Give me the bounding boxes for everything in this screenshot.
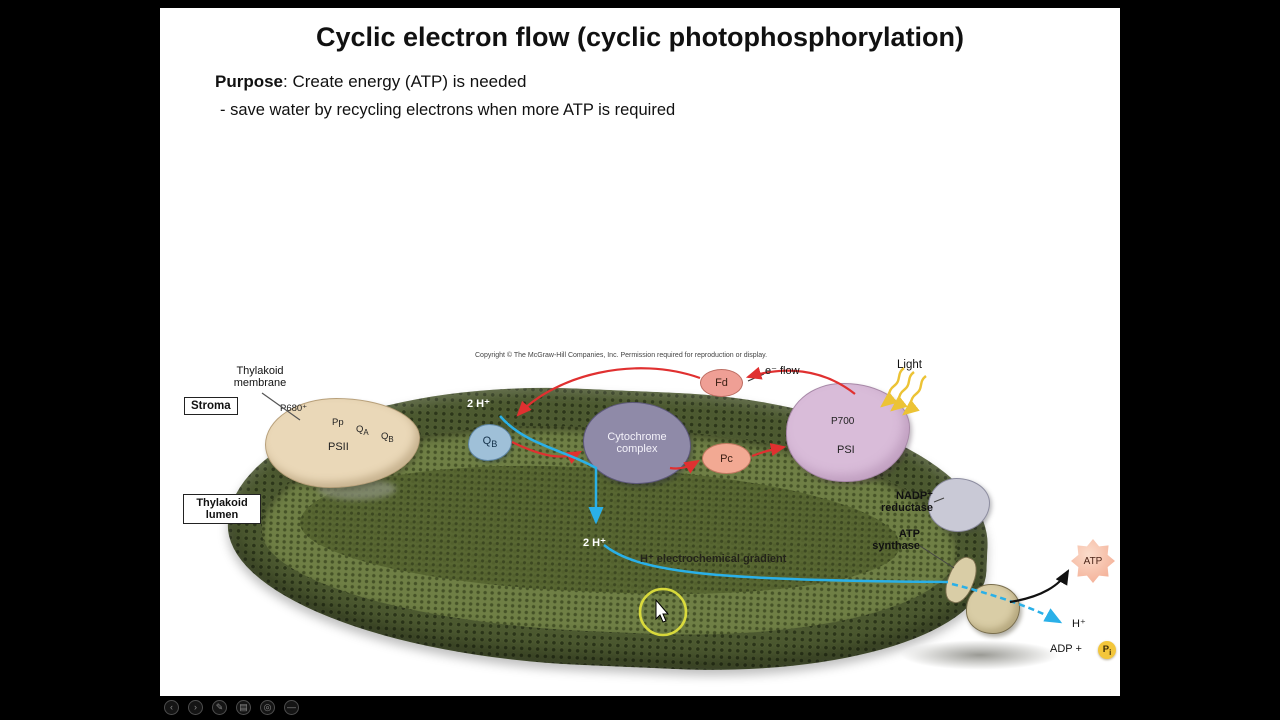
p680-label: P680⁺ [280,403,308,414]
zoom-button[interactable]: ◎ [260,700,275,715]
pi-label: Pi [1102,643,1112,657]
p700-label: P700 [831,416,855,427]
thylakoid-shadow [900,640,1060,670]
ferredoxin: Fd [700,369,743,397]
atp-label: ATP [1083,555,1103,567]
two-h-plus-lumen-label: 2 H⁺ [583,537,606,549]
electron-flow-label: e⁻ flow [765,365,800,377]
purpose-text: : Create energy (ATP) is needed [283,72,527,91]
pen-button[interactable]: ✎ [212,700,227,715]
slide-title: Cyclic electron flow (cyclic photophosph… [315,22,965,52]
qb-site-label: QB [381,431,394,444]
gradient-label: H⁺ electrochemical gradient [640,553,787,565]
qa-site-label: QA [356,424,369,437]
light-label: Light [897,359,922,371]
bullet-line: - save water by recycling electrons when… [220,101,676,119]
slides-overview-button[interactable]: ▤ [236,700,251,715]
h-plus-out-label: H⁺ [1072,618,1086,630]
presenter-toolbar: ‹ › ✎ ▤ ◎ — [164,700,299,715]
previous-slide-button[interactable]: ‹ [164,700,179,715]
qa-sub: A [363,427,369,437]
atp-burst: ATP [1071,539,1115,583]
atp-synthase-head [966,584,1020,634]
psii-label: PSII [328,441,349,453]
nadp-reductase-label: NADP⁺ reductase [881,490,933,514]
qb-carrier-label: QB [482,435,498,450]
qb-sub: B [388,434,394,444]
thylakoid-membrane-label: Thylakoid membrane [233,365,287,389]
purpose-line: Purpose: Create energy (ATP) is needed [215,72,527,92]
more-button[interactable]: — [284,700,299,715]
plastocyanin: Pc [702,443,751,474]
psi-label: PSI [837,444,855,456]
next-slide-button[interactable]: › [188,700,203,715]
plastoquinone-label: Pp [332,417,344,428]
adp-label: ADP + [1050,643,1082,655]
purpose-label: Purpose [215,72,284,91]
two-h-plus-stroma-label: 2 H⁺ [467,398,490,410]
stroma-label: Stroma [184,397,238,415]
copyright-text: Copyright © The McGraw-Hill Companies, I… [475,352,768,359]
nadp-reductase-shape [928,478,990,532]
thylakoid-lumen-label: Thylakoid lumen [183,494,261,524]
atp-synthase-label: ATP synthase [872,528,920,552]
pi-circle: Pi [1098,641,1116,659]
